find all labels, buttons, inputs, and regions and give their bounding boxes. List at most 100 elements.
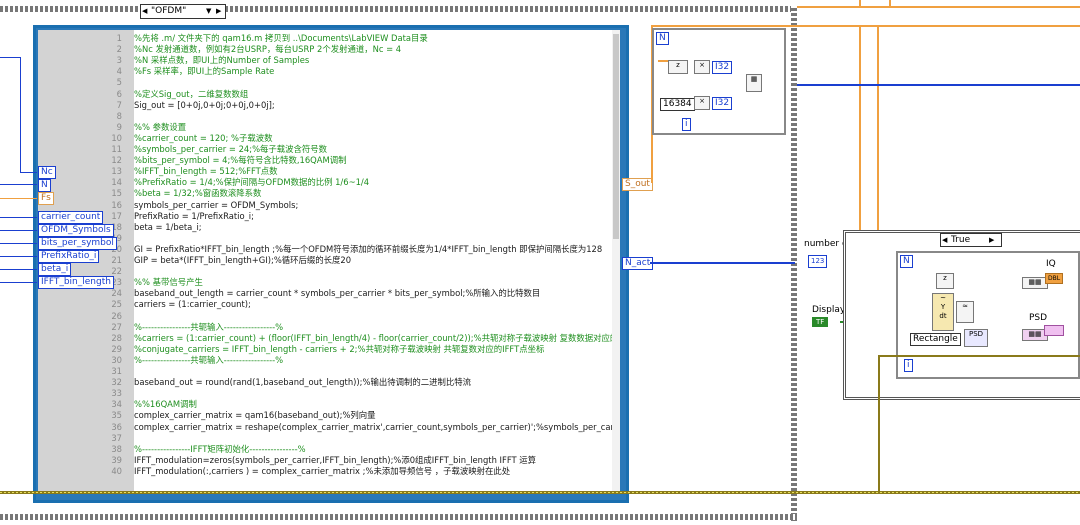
iq-indicator[interactable]: DBL <box>1045 273 1064 284</box>
code-text: %IFFT_bin_length = 512;%FFT点数 <box>134 166 278 177</box>
orange-wire-h1 <box>651 25 1080 27</box>
line-number: 34 <box>111 399 122 410</box>
line-number: 18 <box>111 221 122 232</box>
true-next-icon[interactable]: ▶ <box>989 236 995 244</box>
line-number: 24 <box>111 288 122 299</box>
psd-icon: PSD <box>964 329 988 347</box>
code-text: %carriers = (1:carrier_count) + (floor(I… <box>134 332 612 343</box>
true-prev-icon[interactable]: ◀ <box>942 236 948 244</box>
to-i32-2: I32 <box>712 97 733 110</box>
olive-wire-case-left <box>878 355 880 493</box>
line-number: 1 <box>116 33 122 43</box>
line-number: 12 <box>111 155 122 166</box>
line-number: 21 <box>111 255 122 265</box>
control-beta-i[interactable]: beta_i <box>38 263 72 276</box>
line-number: 4 <box>116 66 122 77</box>
code-text: complex_carrier_matrix = qam16(baseband_… <box>134 410 376 421</box>
inner-loop-i: i <box>904 359 913 372</box>
inner-loop-n: N <box>900 255 913 268</box>
code-text: complex_carrier_matrix = reshape(complex… <box>134 421 612 432</box>
control-n[interactable]: N <box>38 179 51 192</box>
wire-nc-h <box>0 57 20 58</box>
line-number: 22 <box>111 266 122 277</box>
line-number: 6 <box>116 88 122 99</box>
true-case-value: True <box>951 235 971 245</box>
line-number: 38 <box>111 443 122 454</box>
case-next-arrow-icon[interactable]: ▶ <box>216 7 222 15</box>
line-number: 26 <box>111 310 122 321</box>
wire-carrier-count <box>0 217 37 218</box>
window-selector[interactable]: Rectangle <box>910 333 961 346</box>
case-selector[interactable]: ◀ "OFDM" ▼ ▶ <box>140 4 226 19</box>
code-line: 4%Fs 采样率，即UI上的Sample Rate <box>38 66 612 77</box>
n-act-terminal[interactable]: N_act <box>622 257 654 270</box>
line-number: 17 <box>111 210 122 221</box>
code-text: %N 采样点数，即UI上的Number of Samples <box>134 55 310 66</box>
line-number: 30 <box>111 354 122 365</box>
line-number: 39 <box>111 454 122 465</box>
line-number: 37 <box>111 432 122 443</box>
mathscript-node[interactable]: 1%先将 .m/ 文件夹下的 qam16.m 拷贝到 ..\Documents\… <box>33 25 629 503</box>
mathscript-editor[interactable] <box>134 30 612 494</box>
line-number: 14 <box>111 177 122 188</box>
constant-16384[interactable]: 16384 <box>660 98 695 111</box>
case-prev-arrow-icon[interactable]: ◀ <box>142 7 148 15</box>
control-prefix-ratio-i[interactable]: PrefixRatio_i <box>38 250 100 263</box>
code-text: %----------------IFFT矩阵初始化--------------… <box>134 443 306 454</box>
code-text: %% 基带信号产生 <box>134 277 203 288</box>
mathscript-scroll-thumb[interactable] <box>613 34 619 239</box>
complex-to-re-im-icon: z <box>936 273 954 289</box>
wire-beta <box>0 269 37 270</box>
wire-bits-per-symbol <box>0 243 37 244</box>
code-text: symbols_per_carrier = OFDM_Symbols; <box>134 199 299 210</box>
code-line: 36 complex_carrier_matrix = reshape(compl… <box>38 422 612 433</box>
code-line: 1%先将 .m/ 文件夹下的 qam16.m 拷贝到 ..\Documents\… <box>38 33 612 44</box>
control-ofdm-symbols[interactable]: OFDM_Symbols <box>38 224 114 237</box>
code-line: 22 <box>38 266 612 277</box>
control-fs[interactable]: Fs <box>38 192 54 205</box>
code-lines: 1%先将 .m/ 文件夹下的 qam16.m 拷贝到 ..\Documents\… <box>38 33 612 493</box>
control-nc[interactable]: Nc <box>38 166 56 179</box>
s-out-terminal[interactable]: S_out <box>622 178 653 191</box>
line-number: 27 <box>111 321 122 332</box>
line-number: 23 <box>111 277 122 288</box>
code-text: carriers = (1:carrier_count); <box>134 299 251 310</box>
number-of-samples-control[interactable]: 123 <box>808 255 828 268</box>
psd-indicator[interactable] <box>1044 325 1064 336</box>
for-loop[interactable]: N i z 16384 × × I32 I32 ▦ <box>652 28 786 135</box>
line-number: 11 <box>111 144 122 154</box>
wire-n-h <box>0 184 37 185</box>
true-case-selector[interactable]: ◀ True ▶ <box>940 233 1002 247</box>
code-text: %symbols_per_carrier = 24;%每子载波含符号数 <box>134 144 328 154</box>
control-carrier-count[interactable]: carrier_count <box>38 211 104 224</box>
code-text: baseband_out_length = carrier_count * sy… <box>134 288 541 299</box>
line-number: 33 <box>111 388 122 399</box>
wire-ifft-bin <box>0 282 37 283</box>
code-line: 34%%16QAM调制 <box>38 399 612 410</box>
blue-wire-top-right <box>797 84 1080 86</box>
control-bits-per-symbol[interactable]: bits_per_symbol <box>38 237 117 250</box>
code-line: 37 <box>38 433 612 444</box>
signal-generator-icon: ≈ <box>956 301 974 323</box>
control-ifft-bin-length[interactable]: IFFT_bin_length <box>38 276 114 289</box>
line-number: 36 <box>111 421 122 432</box>
multiply-icon-1: × <box>694 60 710 74</box>
case-dropdown-icon[interactable]: ▼ <box>206 7 212 15</box>
code-line: 15%beta = 1/32;%窗函数滚降系数 <box>38 188 612 199</box>
display-wfm-control[interactable]: TF <box>812 317 829 327</box>
code-text: %Nc 发射通道数，例如有2台USRP，每台USRP 2个发射通道，Nc = 4 <box>134 44 402 55</box>
mathscript-scrollbar[interactable] <box>612 30 620 494</box>
code-line: 13%IFFT_bin_length = 512;%FFT点数 <box>38 166 612 177</box>
case-selector-value: "OFDM" <box>151 6 187 16</box>
